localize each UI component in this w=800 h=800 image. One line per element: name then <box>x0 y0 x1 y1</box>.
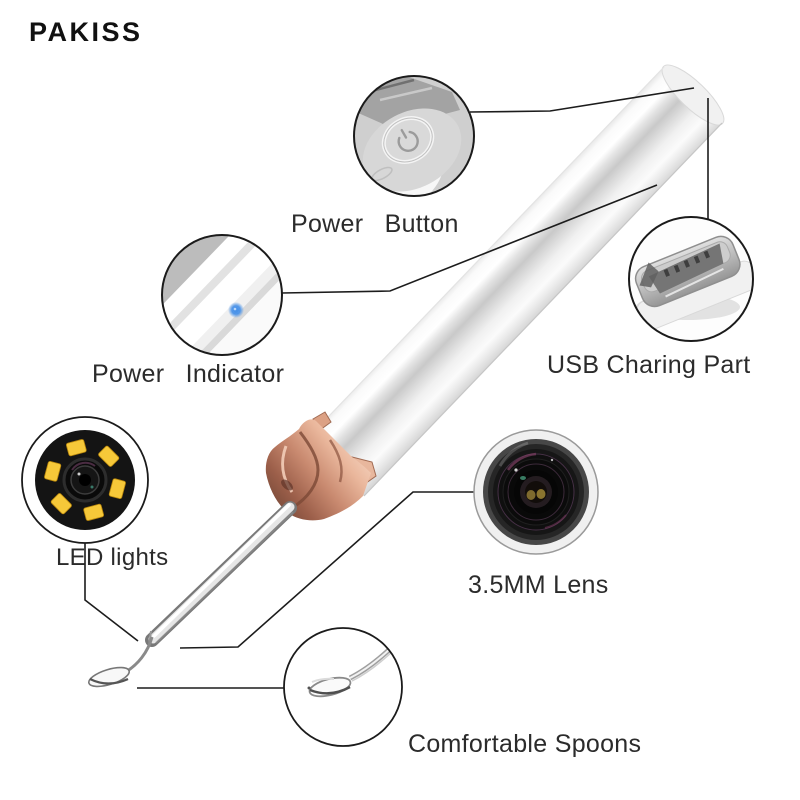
usb-port-icon <box>634 235 753 331</box>
indicator-dot-icon <box>233 307 239 313</box>
device <box>87 64 725 688</box>
leader-lines <box>84 87 709 689</box>
lens-label: 3.5MM Lens <box>468 571 609 599</box>
spoons-label: Comfortable Spoons <box>408 730 642 758</box>
leader-power-indicator <box>281 184 658 294</box>
power-icon <box>397 128 419 152</box>
power-indicator-label: Power Indicator <box>92 360 285 388</box>
lens-callout <box>473 429 599 555</box>
spoon-icon <box>307 646 394 698</box>
copper-collar <box>265 411 377 521</box>
leader-lens <box>179 491 474 649</box>
leader-power-button <box>469 87 695 113</box>
body-edge-shade <box>363 122 723 497</box>
power-button-label: Power Button <box>291 210 459 238</box>
spoons-callout <box>283 627 403 747</box>
power-indicator-callout <box>161 234 283 356</box>
device-body <box>306 67 722 496</box>
led-callout <box>21 416 149 544</box>
probe-shaft <box>145 501 297 647</box>
usb-callout <box>628 216 754 342</box>
usb-charging-label: USB Charing Part <box>547 351 751 379</box>
camera-lens-icon <box>483 439 589 545</box>
power-button-callout <box>353 75 475 197</box>
led-lights-label: LED lights <box>56 544 169 571</box>
led-ring-icon <box>44 439 126 521</box>
mini-lens-icon <box>62 457 108 503</box>
brand-logo: PAKISS <box>29 17 143 47</box>
spoon-tip <box>87 630 154 688</box>
leader-led <box>84 543 139 642</box>
